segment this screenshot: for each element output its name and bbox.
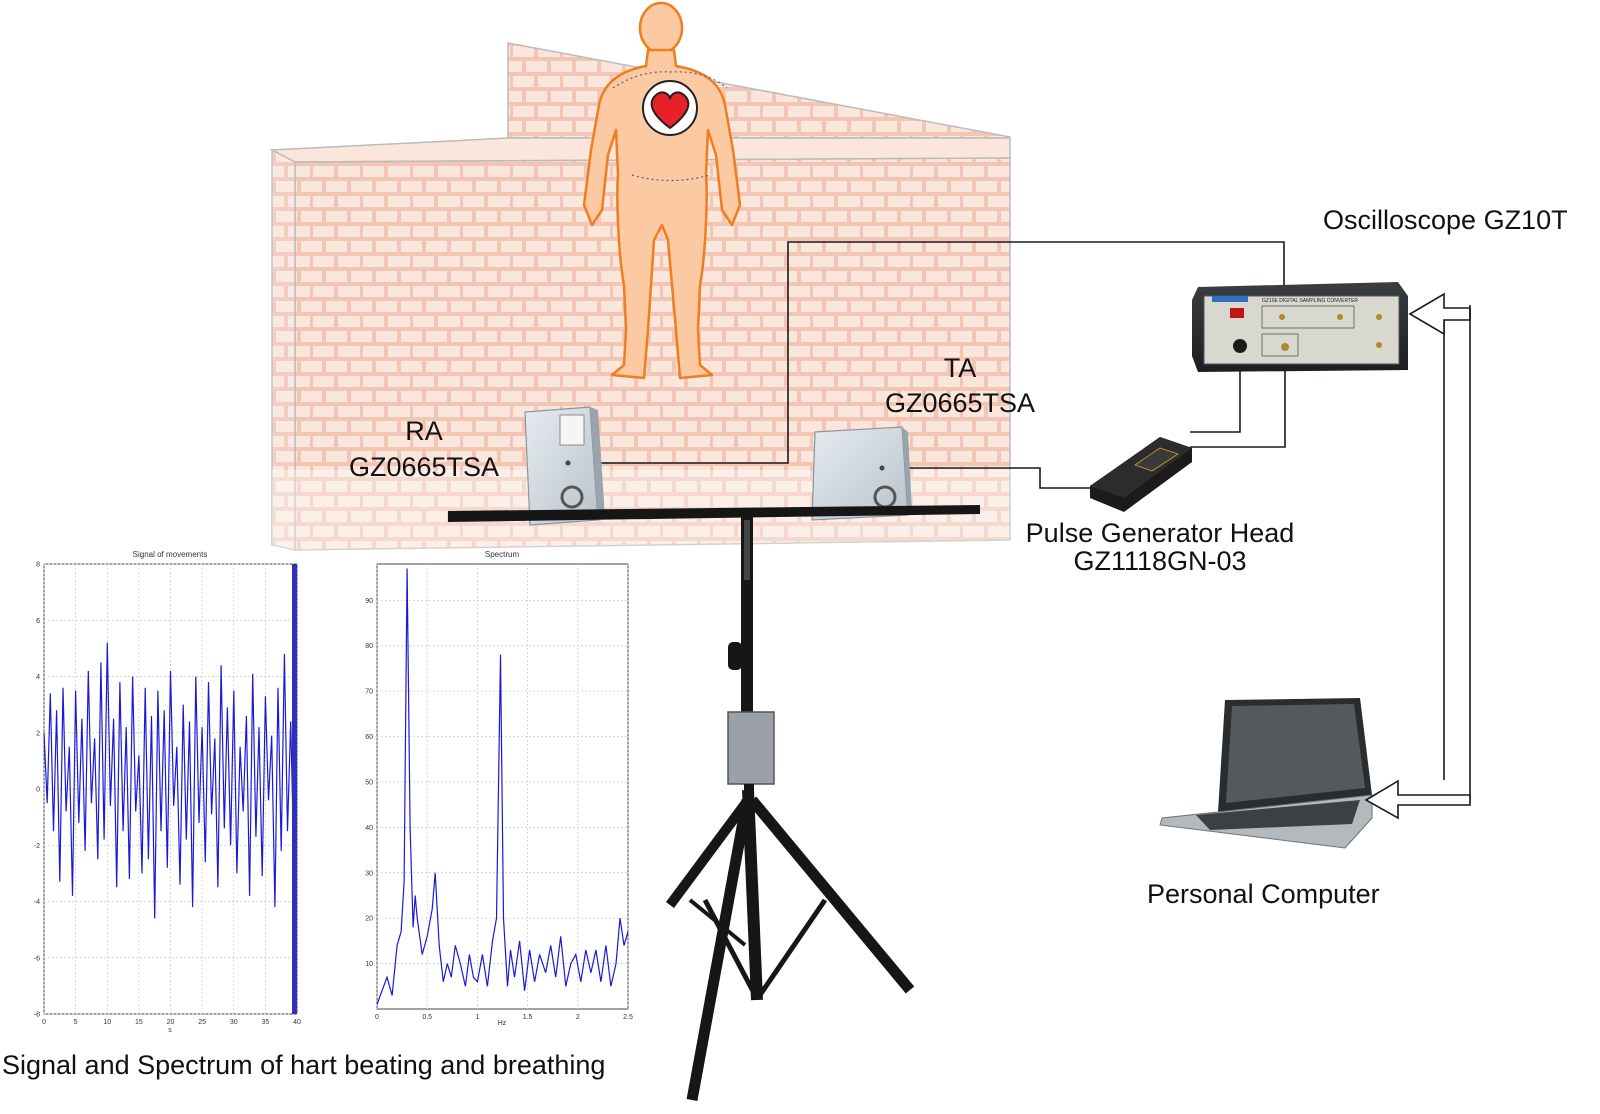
- spectrum-chart-title: Spectrum: [485, 550, 520, 559]
- head: [638, 1, 684, 55]
- spectrum-chart-xtick-label: 1.5: [523, 1014, 533, 1021]
- ra-label-name: RA: [405, 416, 443, 446]
- cable-oscilloscope-to-generator-1: [1190, 358, 1241, 433]
- signal-chart-edge-bar: [292, 564, 297, 1014]
- signal-chart-xtick-label: 5: [74, 1019, 78, 1026]
- wall-side-panel: [271, 148, 296, 551]
- ra-label-model: GZ0665TSA: [348, 452, 500, 482]
- signal-chart-ytick-label: -4: [34, 899, 40, 906]
- spectrum-chart-ytick-label: 50: [365, 779, 373, 786]
- spectrum-chart-xtick-label: 0.5: [422, 1014, 432, 1021]
- spectrum-chart-xtick-label: 2.5: [623, 1014, 633, 1021]
- torso: [582, 48, 742, 380]
- signal-chart-xlabel: s: [168, 1027, 172, 1034]
- signal-chart-title: Signal of movements: [133, 550, 208, 559]
- oscilloscope-device: GZ10E DIGITAL SAMPLING CONVERTER: [1192, 282, 1408, 372]
- cable-ra-to-oscilloscope: [568, 241, 1285, 464]
- device-panel-title: GZ10E DIGITAL SAMPLING CONVERTER: [1262, 298, 1358, 304]
- arrow-shaft-to-oscilloscope: [1444, 311, 1471, 800]
- pulse-generator-model: GZ1118GN-03: [1073, 546, 1247, 576]
- spectrum-chart-ytick-label: 80: [365, 643, 373, 650]
- signal-chart-ticks: 0 5 10 15 20 25 30 35 40 -8 -6 -4 -2 0 2 4 6 8: [34, 562, 301, 1027]
- spectrum-chart-ytick-label: 30: [365, 870, 373, 877]
- spectrum-chart-xtick-label: 1: [475, 1014, 479, 1021]
- spectrum-chart-ytick-label: 20: [365, 916, 373, 923]
- signal-chart-xtick-label: 15: [135, 1019, 143, 1026]
- signal-chart-ytick-label: -8: [34, 1012, 40, 1019]
- spectrum-chart-ytick-label: 10: [365, 961, 373, 968]
- personal-computer-label: Personal Computer: [1147, 879, 1380, 909]
- spectrum-chart-xtick-label: 0: [375, 1014, 379, 1021]
- spectrum-chart-xtick-label: 2: [576, 1014, 580, 1021]
- ta-antenna: [811, 426, 912, 521]
- signal-chart-ytick-label: 0: [36, 787, 40, 794]
- signal-chart-ytick-label: -6: [34, 955, 40, 962]
- spectrum-chart-ytick-label: 40: [365, 825, 373, 832]
- wall-back-panel: [507, 42, 1011, 139]
- signal-chart-xtick-label: 10: [103, 1019, 111, 1026]
- laptop: [1159, 698, 1373, 849]
- spectrum-chart-ytick-label: 60: [365, 734, 373, 741]
- heart-marker: [612, 71, 728, 182]
- arrow-head-oscilloscope: [1408, 292, 1471, 336]
- ra-antenna: [524, 406, 605, 526]
- signal-chart: 0 5 10 15 20 25 30 35 40 -8 -6 -4 -2 0 2 4 6 8 Signal of …: [34, 550, 301, 1034]
- pulse-generator-device: [1090, 437, 1192, 512]
- signal-chart-ytick-label: 4: [36, 674, 40, 681]
- arrow-head-pc: [1364, 779, 1471, 820]
- spectrum-chart-ytick-label: 90: [365, 598, 373, 605]
- signal-chart-xtick-label: 40: [293, 1019, 301, 1026]
- signal-chart-ytick-label: -2: [34, 843, 40, 850]
- pulse-generator-label: Pulse Generator Head: [1025, 518, 1295, 548]
- signal-chart-xtick-label: 35: [261, 1019, 269, 1026]
- spectrum-series-line: [376, 568, 629, 1005]
- signal-chart-xtick-label: 25: [198, 1019, 206, 1026]
- heart-icon: [650, 91, 690, 130]
- cable-ta-to-pulse-generator: [882, 467, 1090, 489]
- charts-caption: Signal and Spectrum of hart beating and …: [2, 1050, 606, 1080]
- ta-label-model: GZ0665TSA: [884, 388, 1036, 418]
- cable-oscilloscope-to-generator-2: [1190, 348, 1286, 448]
- spectrum-chart-ytick-label: 70: [365, 689, 373, 696]
- spectrum-chart-ticks: 0 0.5 1 1.5 2 2.5 10 20 30 40 50 60 70 80 90: [365, 598, 633, 1021]
- data-link-arrows: [1364, 292, 1471, 820]
- spectrum-chart-xlabel: Hz: [498, 1020, 507, 1027]
- tripod: [448, 505, 980, 1101]
- oscilloscope-label: Oscilloscope GZ10T: [1323, 205, 1568, 235]
- signal-chart-xtick-label: 30: [230, 1019, 238, 1026]
- ta-label-name: TA: [943, 353, 977, 383]
- signal-chart-ytick-label: 8: [36, 562, 40, 569]
- signal-chart-ytick-label: 6: [36, 618, 40, 625]
- signal-chart-ytick-label: 2: [36, 730, 40, 737]
- human-figure: [582, 1, 742, 380]
- signal-chart-xtick-label: 20: [167, 1019, 175, 1026]
- signal-series-line: [43, 642, 295, 919]
- signal-chart-xtick-label: 0: [42, 1019, 46, 1026]
- antenna-bar: [448, 505, 980, 522]
- cables: [568, 241, 1286, 489]
